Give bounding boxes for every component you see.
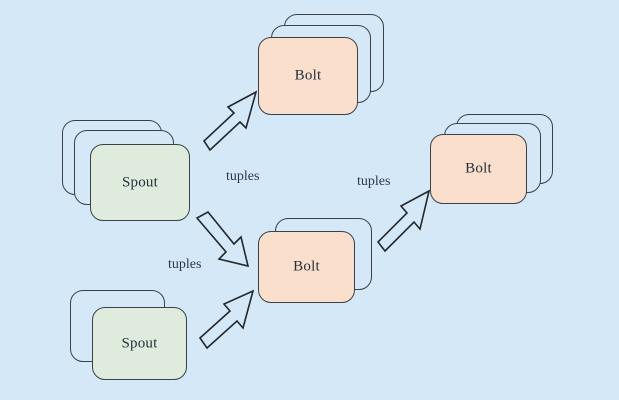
node-bolt-right[interactable]: Bolt <box>430 114 560 214</box>
edge-label-tuples-1: tuples <box>226 169 260 184</box>
node-label: Bolt <box>465 160 492 177</box>
card-front[interactable]: Bolt <box>430 134 527 204</box>
node-label: Spout <box>121 335 158 351</box>
node-label: Bolt <box>293 258 320 275</box>
edge-label-tuples-2: tuples <box>168 257 202 272</box>
arrow-spout-top-to-bolt-middle <box>195 210 250 268</box>
card-front[interactable]: Bolt <box>258 37 358 115</box>
arrow-bolt-middle-to-bolt-right <box>376 189 431 253</box>
node-bolt-middle[interactable]: Bolt <box>258 218 383 318</box>
node-bolt-top[interactable]: Bolt <box>258 14 388 124</box>
arrow-spout-bottom-to-bolt-middle <box>198 289 255 350</box>
node-label: Spout <box>121 174 158 190</box>
node-label: Bolt <box>294 67 322 84</box>
node-spout-bottom[interactable]: Spout <box>70 290 200 395</box>
arrow-spout-top-to-bolt-top <box>202 90 258 152</box>
card-front[interactable]: Spout <box>92 307 187 380</box>
edge-label-tuples-3: tuples <box>357 174 391 189</box>
card-front[interactable]: Spout <box>90 144 190 221</box>
node-spout-top[interactable]: Spout <box>62 120 197 235</box>
card-front[interactable]: Bolt <box>258 231 355 303</box>
